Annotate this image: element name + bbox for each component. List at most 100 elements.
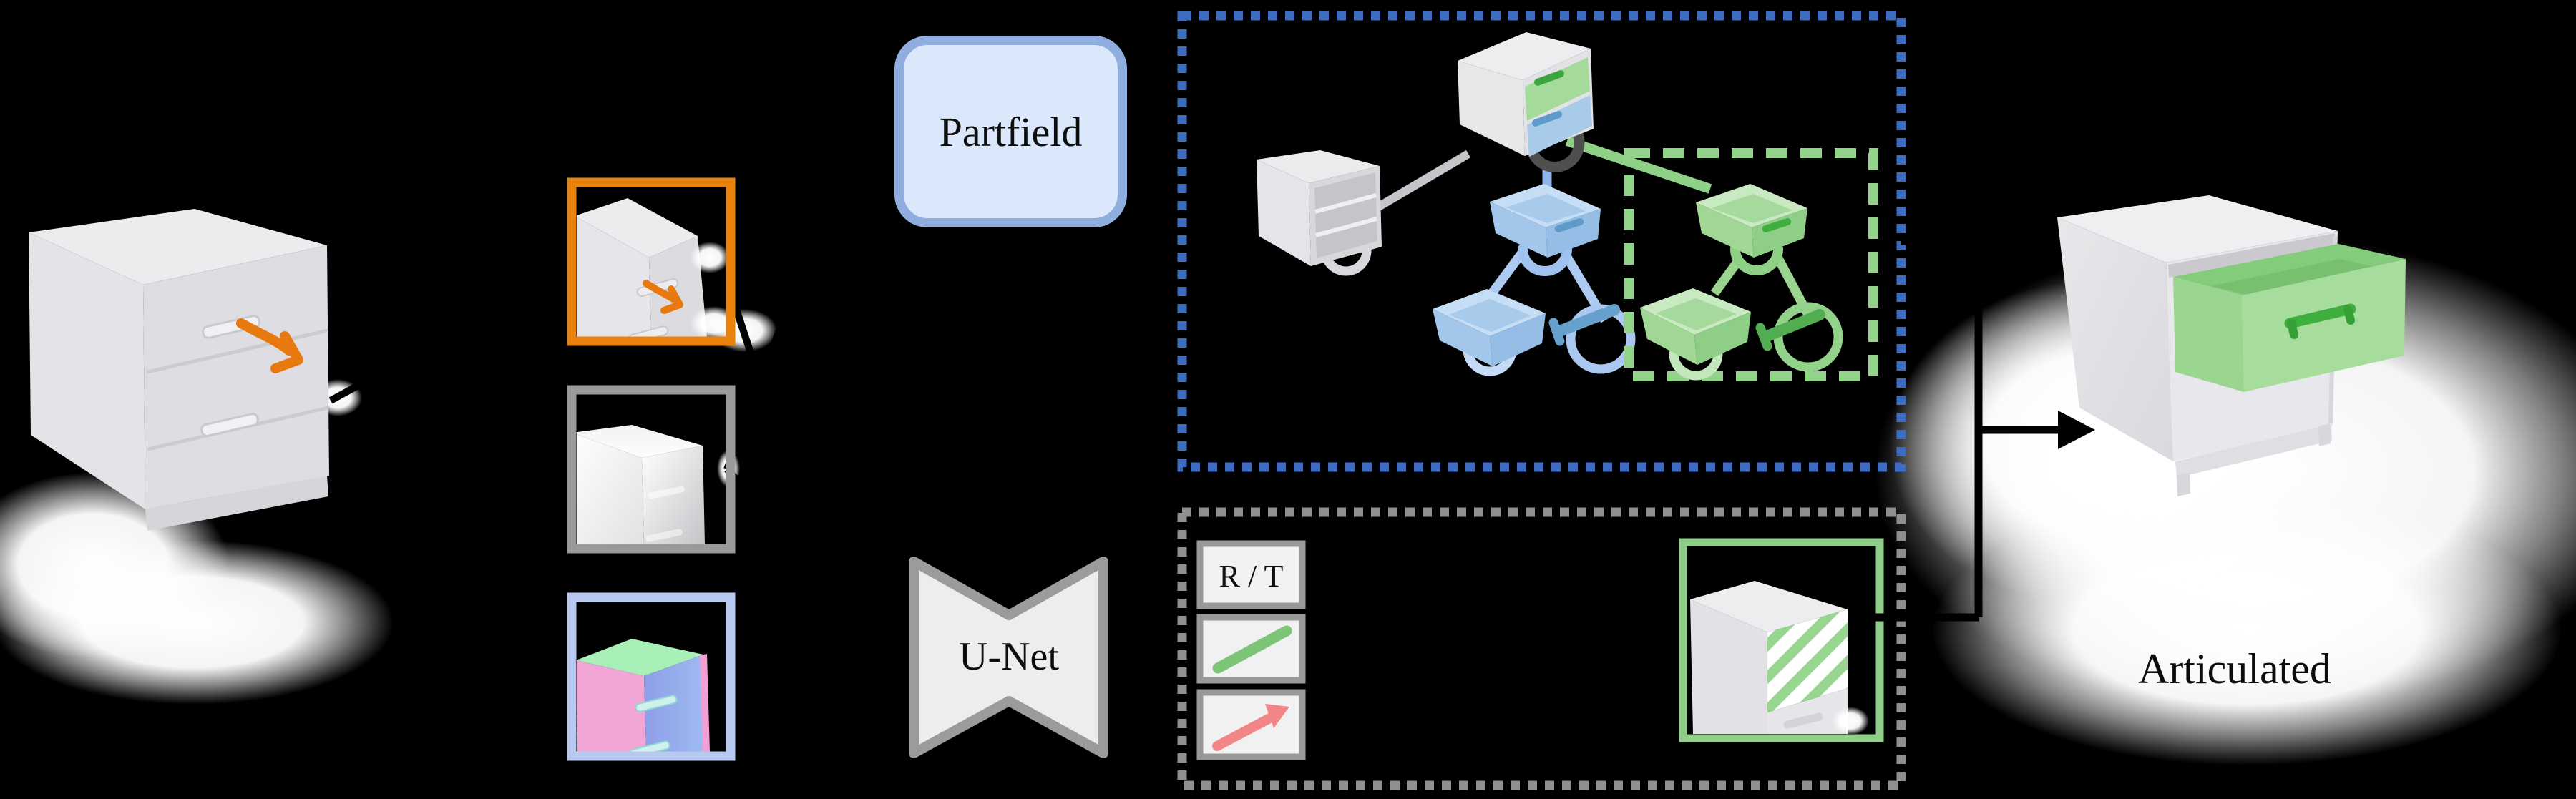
arrowhead-icon (892, 647, 912, 665)
rt-label: R / T (1219, 559, 1284, 594)
connector (328, 277, 553, 404)
cabinet-top-face (29, 209, 327, 285)
depth-top-face (577, 425, 703, 458)
normal-thumb-border (567, 592, 736, 761)
halo (1932, 494, 2562, 765)
root-green-handle (1534, 70, 1564, 86)
drawer-front-face (2242, 259, 2406, 392)
out-left-face (2057, 217, 2173, 461)
arrowhead-icon (552, 272, 572, 289)
normal-render-thumb (567, 592, 736, 761)
drawer-handle-leg (2343, 305, 2355, 325)
unet-label: U-Net (959, 634, 1059, 679)
motion-arrow-icon (1212, 710, 1280, 751)
cabinet-base (145, 476, 328, 531)
green-drawer-right (1752, 208, 1807, 258)
blue-drawer-inner (1506, 194, 1586, 223)
blue-child-right (1490, 313, 1546, 366)
blue-drawer-right (1546, 209, 1601, 258)
output-arrowhead-icon (2058, 411, 2095, 449)
prismatic-joint-icon (1518, 244, 1572, 276)
blue-child-left (1433, 309, 1493, 366)
out-leg (2177, 472, 2190, 496)
normal-handle (629, 740, 670, 752)
connector (724, 466, 826, 575)
thumb-cabinet-left (577, 217, 651, 337)
out-top-face (2057, 195, 2338, 263)
green-handle-bar-icon (1760, 309, 1825, 343)
mask-box-border (1679, 538, 1884, 742)
halo (0, 540, 394, 705)
green-drawer-inner (1712, 194, 1792, 223)
green-child-left (1640, 308, 1697, 365)
connector-lines (328, 127, 1181, 661)
root-blue-drawer (1527, 95, 1592, 157)
connector (724, 569, 826, 661)
base-left-face (1257, 160, 1311, 266)
green-drawer-left (1696, 202, 1754, 258)
root-object-node (1458, 32, 1594, 172)
mask-cabinet-left (1690, 599, 1767, 734)
mask-handle (1783, 712, 1823, 729)
green-child-inner (1656, 298, 1737, 330)
mini-arrow (643, 280, 677, 303)
normal-handle (635, 695, 678, 712)
green-drawer-subtree (1640, 184, 1843, 381)
edge-green-left (1710, 259, 1742, 296)
rt-card (1196, 540, 1306, 609)
base-interior (1314, 172, 1377, 258)
partfield-module: Partfield (894, 36, 1127, 227)
depth-render-thumb (567, 385, 736, 554)
depth-front-face (642, 446, 705, 544)
base-top-face (1257, 150, 1380, 183)
depth-thumb-border (567, 385, 736, 554)
mask-cabinet-top (1690, 581, 1848, 632)
unet-module-shape (909, 557, 1108, 758)
axis-line-icon (1212, 625, 1292, 674)
green-drawer-handle (1762, 218, 1792, 232)
arrowhead-icon (1171, 122, 1191, 139)
arrowhead-icon (879, 122, 899, 139)
connector (330, 426, 552, 473)
normal-side-sliver (700, 654, 710, 752)
base-part-node (1257, 150, 1382, 276)
open-direction-arrowhead (270, 331, 303, 373)
cabinet-left-face (29, 232, 145, 509)
arrowhead-icon (552, 461, 572, 478)
blue-drawer-left (1490, 202, 1548, 258)
blue-handle-bar-icon (1552, 304, 1620, 338)
open-green-drawer (2173, 244, 2406, 392)
mask-hatched-drawer (1767, 609, 1848, 712)
articulated-cabinet (2057, 195, 2406, 496)
output-caption: Articulated (2138, 645, 2331, 692)
out-base (2175, 424, 2332, 478)
blue-handle-flange (1548, 318, 1565, 346)
merge-bracket (1875, 237, 2059, 622)
shelf-line (1314, 193, 1377, 214)
halo (690, 306, 726, 337)
blue-drawer-subtree (1433, 184, 1636, 376)
drawer-handle (200, 413, 259, 437)
green-child-right (1694, 312, 1751, 365)
normal-left-face (577, 660, 646, 752)
depth-handle-hint (648, 486, 685, 499)
prismatic-joint-icon (1730, 244, 1783, 275)
blue-drawer-handle (1554, 218, 1584, 232)
normal-top-face (577, 639, 703, 676)
root-left-face (1458, 61, 1525, 156)
part-mask-thumb (1679, 538, 1884, 742)
selected-part-box (1624, 148, 1878, 381)
green-handle-flange (1755, 323, 1772, 351)
connector (723, 213, 826, 471)
mini-arrowhead (660, 285, 683, 314)
shelf-line (1315, 217, 1377, 237)
root-top-face (1458, 32, 1591, 80)
thumb-cabinet-top (577, 198, 698, 258)
cabinet-front-face (143, 245, 329, 509)
connector (328, 455, 554, 661)
edge-root-base (1375, 149, 1471, 212)
drawer-handle (628, 325, 669, 337)
motion-arrowhead-icon (1265, 704, 1289, 728)
rgb-render-thumb (567, 177, 736, 346)
